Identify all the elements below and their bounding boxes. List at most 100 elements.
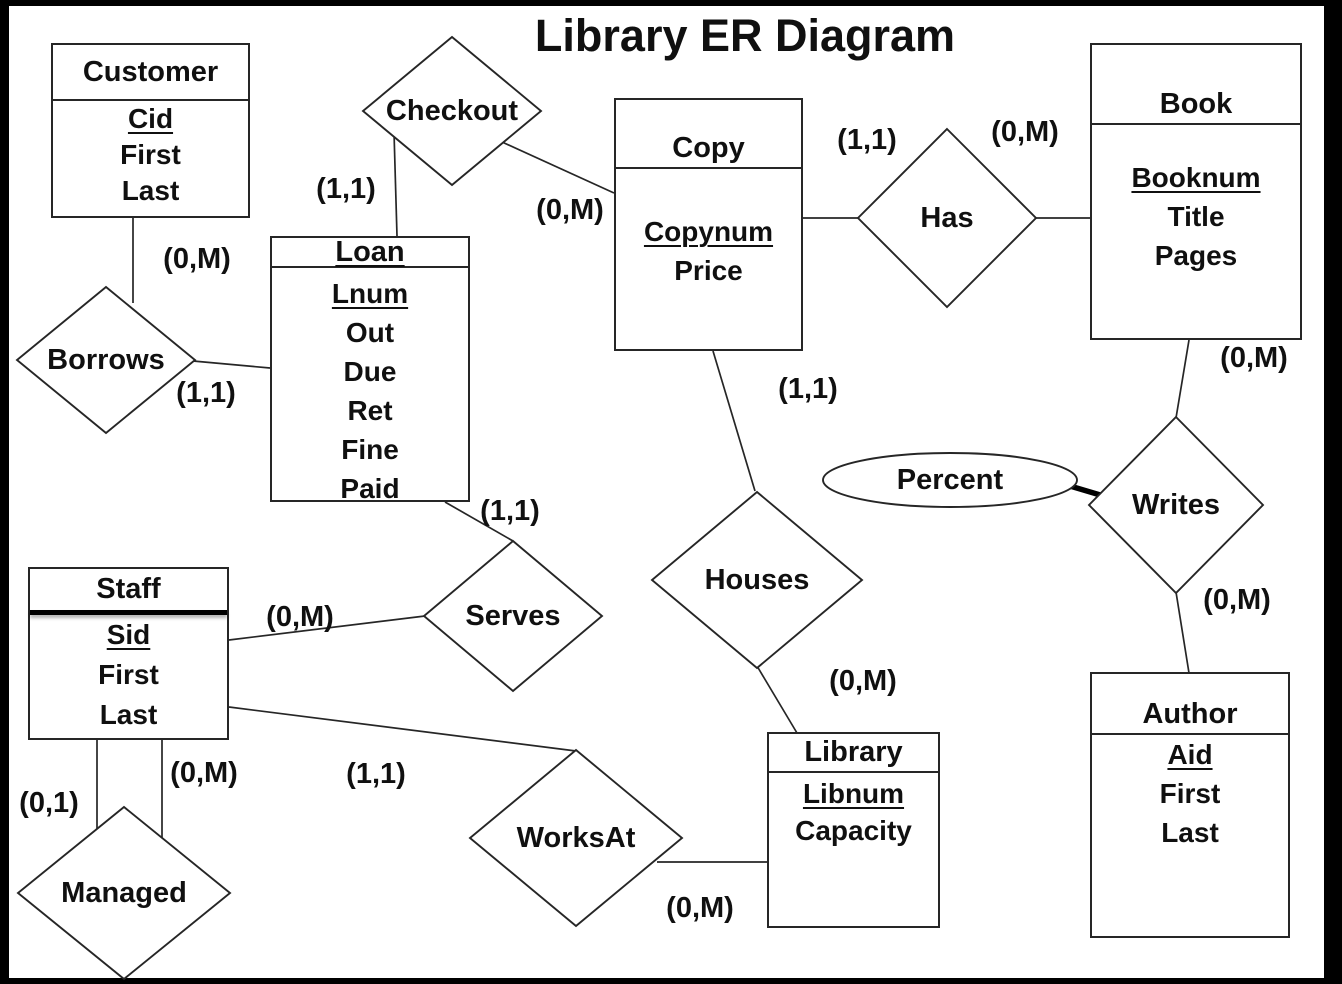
connection-checkout-copy [501,141,615,194]
cardinality-label: (0,1) [19,787,79,819]
diagram-title: Library ER Diagram [534,10,956,61]
cardinality-label: (1,1) [480,495,540,527]
cardinality-label: (1,1) [778,373,838,405]
cardinality-label: (0,M) [1220,342,1288,374]
relationship-serves-label: Serves [465,600,560,632]
connection-copy-houses [712,350,756,492]
relationship-writes-diamond [1087,415,1265,595]
cardinality-label: (0,M) [991,116,1059,148]
entity-header: Loan [272,235,468,268]
connection-book-writes [1175,339,1190,419]
relationship-managed-diamond [16,805,232,981]
attribute: Pages [1154,240,1238,271]
relationship-houses-label: Houses [705,564,810,596]
entity-divider [53,99,248,101]
connection-borrows-loan [192,360,271,369]
entity-name: Library [804,736,903,768]
attribute: Last [99,699,158,730]
relationship-has-diamond [856,127,1038,309]
cardinality-label: (1,1) [837,124,897,156]
attribute-percent-label: Percent [897,464,1004,496]
attribute-key: Lnum [331,278,409,309]
relationship-has-label: Has [920,202,973,234]
cardinality-label: (0,M) [170,757,238,789]
entity-divider [1092,123,1300,125]
relationship-worksat-label: WorksAt [517,822,636,854]
cardinality-label: (0,M) [163,243,231,275]
relationship-houses-diamond [650,490,864,670]
cardinality-label: (0,M) [1203,584,1271,616]
relationship-checkout-diamond [361,35,543,187]
attribute: Price [674,255,743,286]
attribute-key: Cid [127,103,174,134]
cardinality-label: (0,M) [666,892,734,924]
cardinality-label: (1,1) [176,377,236,409]
entity-header: Staff [30,569,227,610]
relationship-serves-diamond [422,539,604,693]
entity-divider [1092,733,1288,735]
attribute: Last [121,175,180,206]
attribute-key: Libnum [802,778,905,809]
entity-name: Staff [96,573,161,605]
attribute: Out [345,317,395,348]
relationship-borrows-label: Borrows [47,344,165,376]
entity-divider-thick [30,610,227,615]
attribute: Last [1161,817,1219,848]
connection-staff-serves [228,615,426,641]
relationship-checkout-label: Checkout [386,95,518,127]
attribute: First [120,139,181,170]
attribute-key: Booknum [1131,162,1261,193]
attribute-ellipse-percent [822,452,1078,508]
attribute: Title [1167,201,1225,232]
relationship-writes-label: Writes [1132,489,1220,521]
entity-name: Author [1142,698,1238,730]
connection-writes-author [1175,591,1190,674]
attribute-key: Aid [1167,739,1213,770]
connection-checkout-loan [393,131,398,237]
entity-header: Customer [53,45,248,99]
attribute: Fine [341,434,399,465]
attribute: Capacity [795,815,912,846]
entity-divider [769,771,938,773]
cardinality-label: (1,1) [316,173,376,205]
entity-name: Book [1159,88,1233,120]
entity-header: Author [1092,674,1288,733]
entity-name: Loan [335,235,405,268]
cardinality-label: (0,M) [829,665,897,697]
connection-staff-worksat [228,706,577,752]
entity-header: Copy [616,100,801,167]
connection-loan-serves [444,501,514,542]
attribute: Ret [347,395,393,426]
entity-name: Copy [672,132,745,164]
connection-houses-library [756,665,798,734]
attribute: Paid [340,473,400,504]
cardinality-label: (0,M) [266,601,334,633]
entity-name: Customer [82,55,219,88]
entity-divider [272,266,468,268]
relationship-managed-label: Managed [61,877,187,909]
attribute: First [98,659,159,690]
relationship-borrows-diamond [15,285,197,435]
cardinality-label: (1,1) [346,758,406,790]
cardinality-label: (0,M) [536,194,604,226]
attribute-key: Sid [106,619,151,650]
entity-divider [616,167,801,169]
attribute-key: Copynum [643,216,774,247]
attribute: Due [343,356,397,387]
relationship-worksat-diamond [468,748,684,928]
